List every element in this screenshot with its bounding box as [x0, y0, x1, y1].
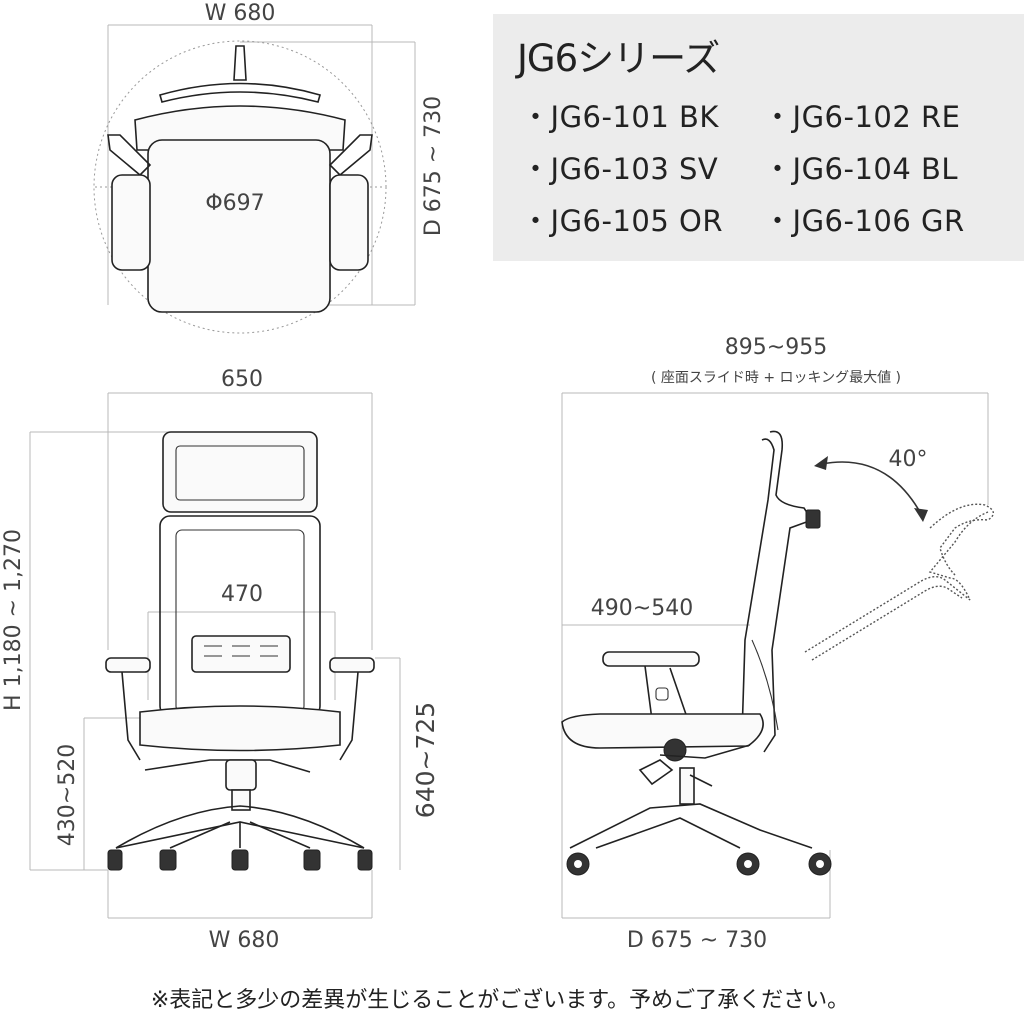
front-view [29, 392, 401, 919]
side-depth-range-label: 895~955 [725, 335, 827, 360]
front-casters [107, 849, 373, 871]
side-base-depth-label: D 675 ~ 730 [627, 928, 767, 953]
swivel-diameter-circle [93, 40, 387, 334]
top-depth-label: D 675 ~ 730 [421, 96, 446, 236]
front-width-label: 650 [221, 367, 263, 392]
front-seat-width-label: 470 [221, 582, 263, 607]
model-item: JG6-106 GR [763, 198, 1003, 240]
side-seat-depth-label: 490~540 [591, 596, 693, 621]
model-item: JG6-104 BL [763, 146, 1003, 188]
top-width-label: W 680 [205, 1, 276, 26]
front-base-width-label: W 680 [209, 928, 280, 953]
series-title: JG6シリーズ [517, 37, 720, 80]
recline-arrow [821, 461, 921, 513]
top-diameter-label: Φ697 [205, 191, 264, 216]
model-list: JG6-101 BK JG6-102 RE JG6-103 SV JG6-104… [521, 94, 1003, 240]
top-view [93, 24, 416, 334]
front-seat-height-label: 430~520 [55, 744, 80, 846]
model-item: JG6-102 RE [763, 94, 1003, 136]
model-item: JG6-103 SV [521, 146, 763, 188]
front-armrest-height-label: 640~725 [411, 702, 440, 818]
disclaimer-note: ※表記と多少の差異が生じることがございます。予めご了承ください。 [150, 988, 850, 1013]
side-depth-range-note: ( 座面スライド時 + ロッキング最大値 ) [651, 370, 901, 386]
side-view [561, 392, 994, 919]
reclined-backrest-outline [804, 503, 994, 661]
front-height-label: H 1,180 ~ 1,270 [1, 529, 26, 711]
side-casters [566, 852, 832, 876]
side-recline-angle-label: 40° [889, 447, 928, 472]
series-info-panel: JG6シリーズ JG6-101 BK JG6-102 RE JG6-103 SV… [493, 14, 1024, 261]
model-item: JG6-105 OR [521, 198, 763, 240]
model-item: JG6-101 BK [521, 94, 763, 136]
